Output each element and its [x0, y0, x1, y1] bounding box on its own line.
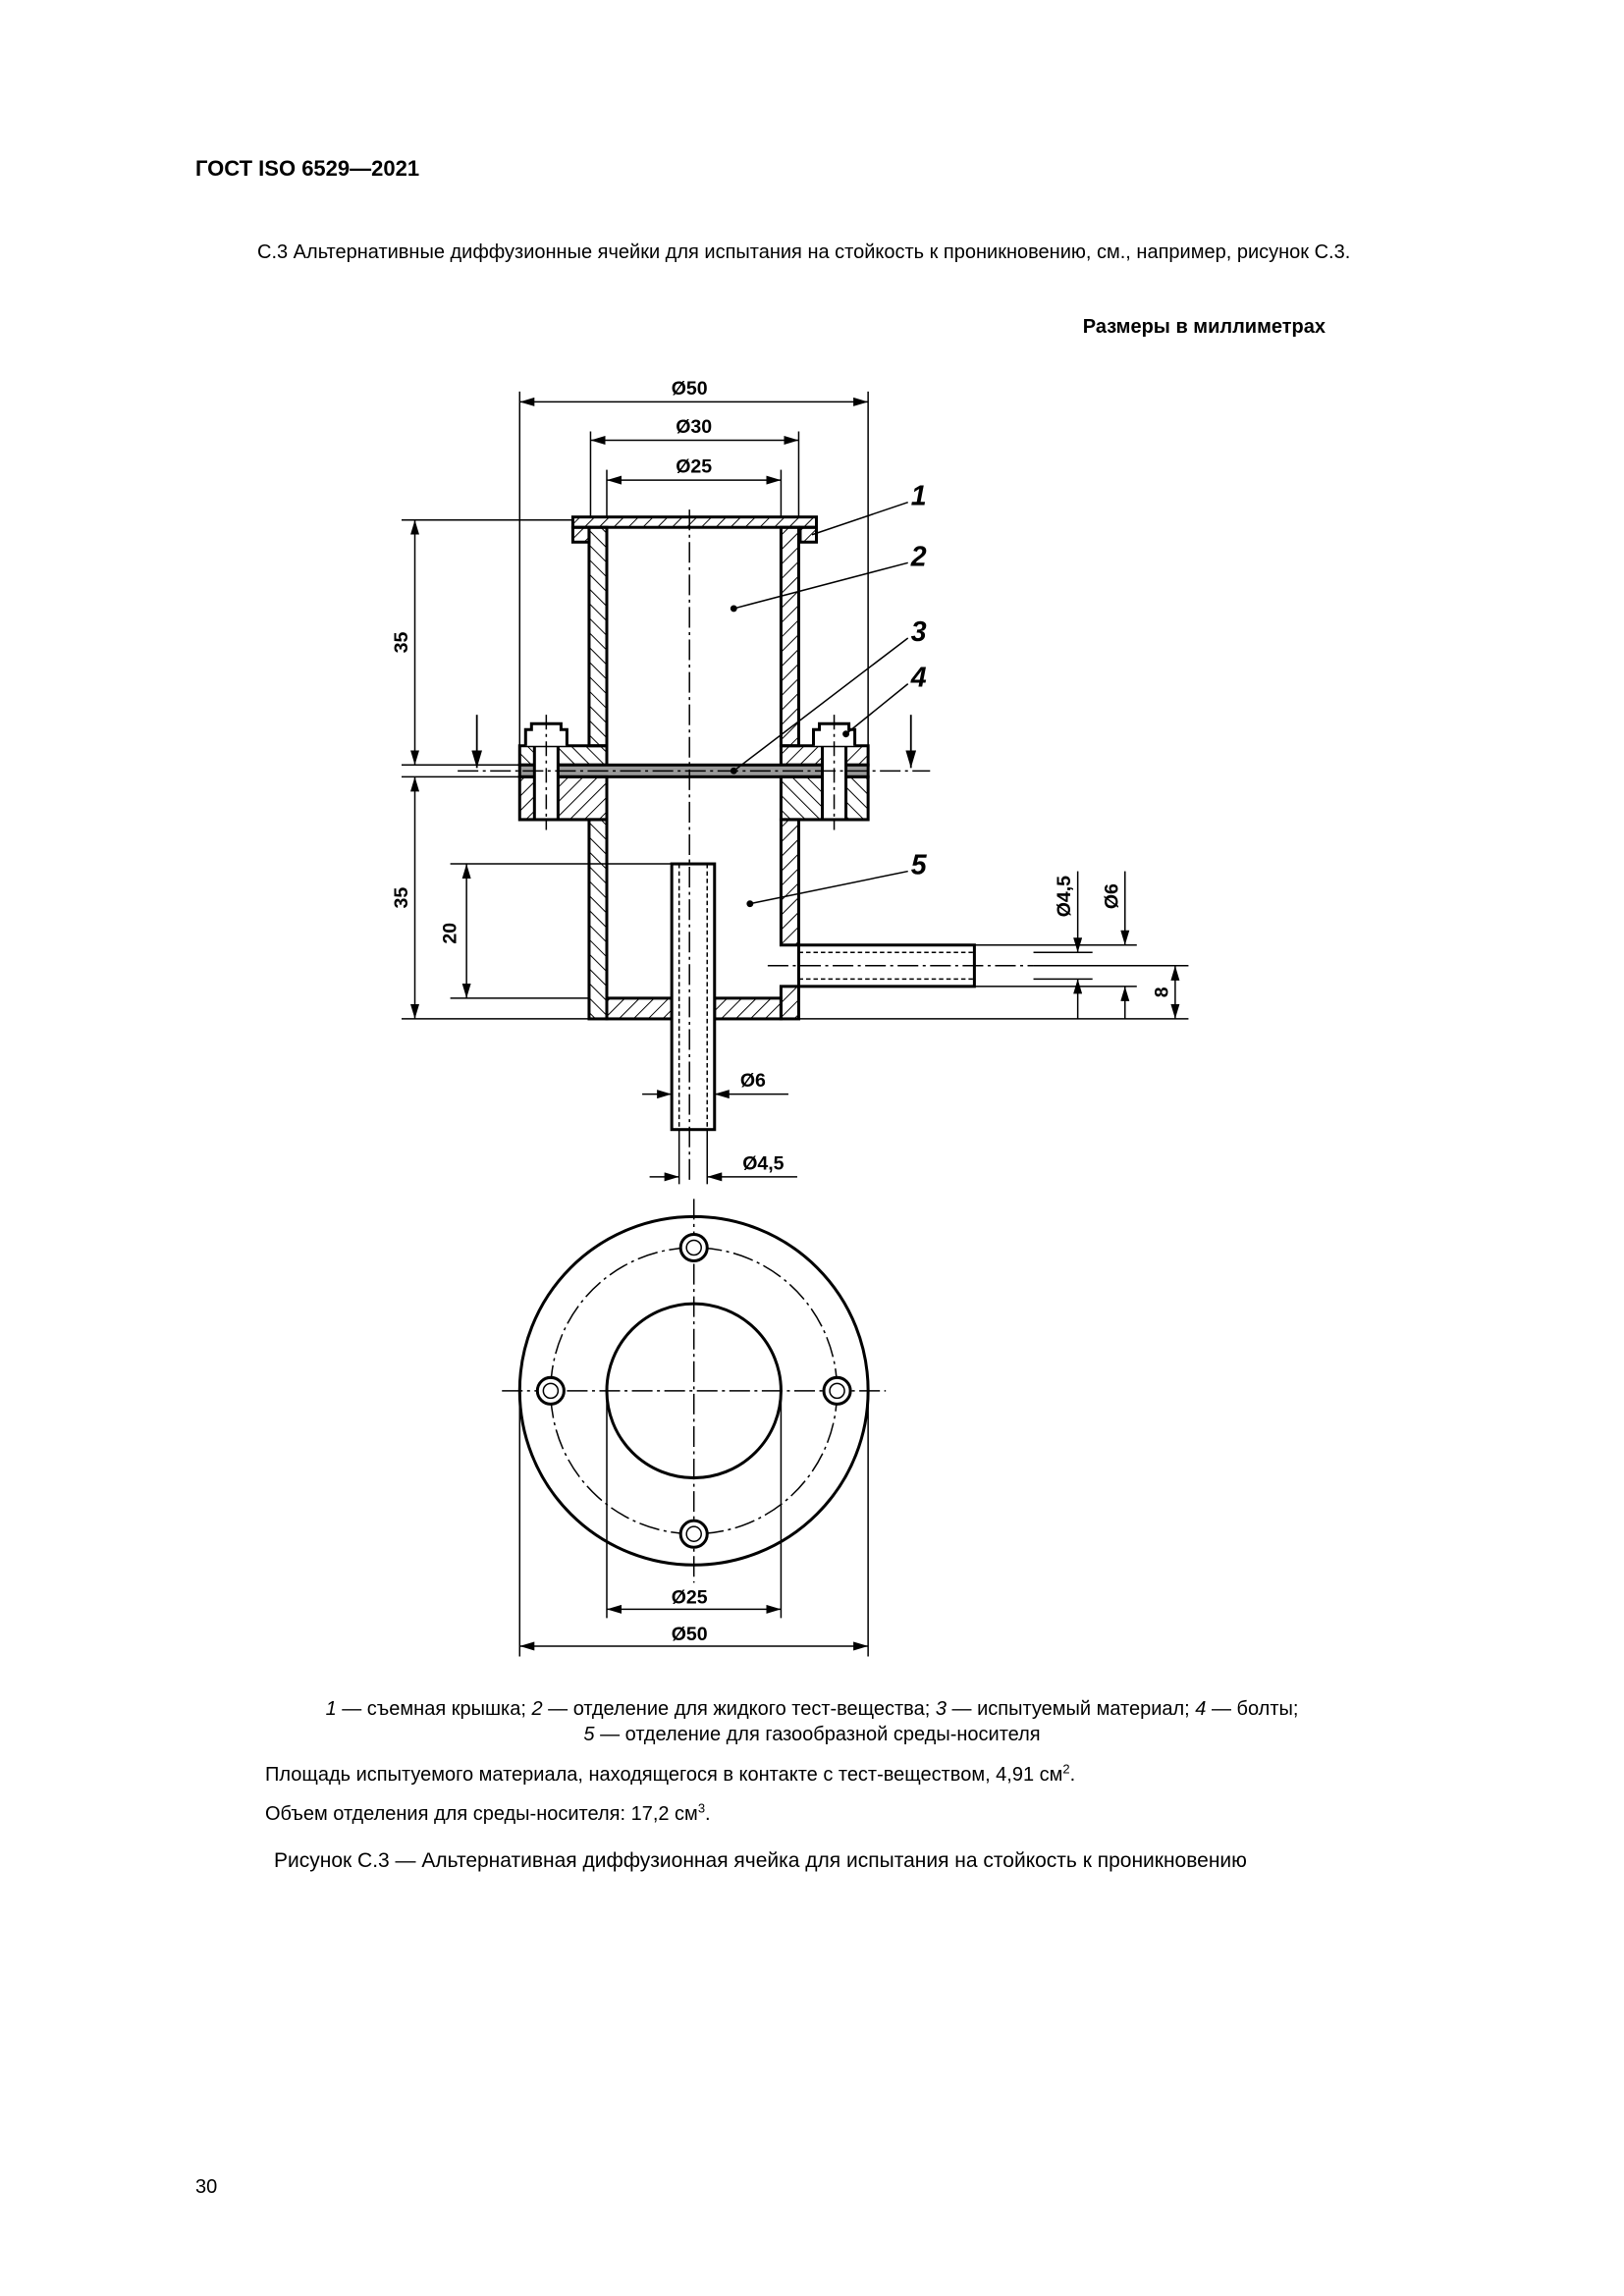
volume-end: . — [705, 1803, 711, 1825]
dim-d6-side: Ø6 — [1101, 883, 1122, 909]
dim-d50: Ø50 — [672, 378, 708, 400]
legend-text-2: — отделение для жидкого тест-вещества; — [542, 1698, 936, 1720]
dim-d45-side: Ø4,5 — [1054, 876, 1075, 917]
volume-text: Объем отделения для среды-носителя: 17,2… — [265, 1803, 698, 1825]
dim-d50-plan: Ø50 — [672, 1624, 708, 1645]
label-2: 2 — [910, 541, 927, 572]
leaders — [730, 501, 909, 908]
lower-wall-right — [779, 818, 800, 947]
bottom-left — [605, 996, 674, 1021]
page-number: 30 — [195, 2176, 218, 2198]
units-note: Размеры в миллиметрах — [1082, 316, 1326, 338]
centerlines — [458, 509, 1034, 1182]
bottom-tube — [670, 862, 717, 1132]
area-note: Площадь испытуемого материала, находящег… — [265, 1761, 1076, 1787]
standard-header: ГОСТ ISO 6529—2021 — [195, 156, 420, 181]
lower-flange-left — [517, 774, 609, 822]
dim-35-upper: 35 — [391, 632, 412, 654]
legend-text-4: — болты; — [1206, 1698, 1299, 1720]
label-4: 4 — [910, 663, 927, 694]
upper-flange-left — [517, 744, 609, 767]
dimension-labels: Ø50 Ø30 Ø25 35 35 20 Ø4,5 Ø6 8 Ø6 Ø4,5 Ø… — [391, 378, 1172, 1645]
area-exp: 2 — [1062, 1761, 1070, 1777]
dim-20: 20 — [440, 923, 461, 944]
legend-num-4: 4 — [1195, 1698, 1207, 1720]
area-text: Площадь испытуемого материала, находящег… — [265, 1764, 1063, 1786]
dim-d45-bottom: Ø4,5 — [742, 1152, 784, 1174]
legend-num-3: 3 — [935, 1698, 947, 1720]
dim-d30: Ø30 — [676, 416, 712, 438]
figure-caption: Рисунок С.3 — Альтернативная диффузионна… — [274, 1849, 1247, 1872]
volume-note: Объем отделения для среды-носителя: 17,2… — [265, 1800, 711, 1826]
plan-view — [502, 1199, 887, 1657]
dim-d25-plan: Ø25 — [672, 1586, 708, 1608]
legend-text-5: — отделение для газообразной среды-носит… — [594, 1724, 1041, 1745]
section-arrows — [471, 715, 917, 769]
volume-exp: 3 — [697, 1800, 706, 1816]
bottom-right — [713, 996, 783, 1021]
legend-text-3: — испытуемый материал; — [946, 1698, 1196, 1720]
dim-35-lower: 35 — [391, 887, 412, 909]
cap — [570, 515, 819, 529]
bolt-holes — [535, 1232, 852, 1549]
side-view — [517, 515, 976, 1132]
lower-wall-left — [587, 818, 609, 1021]
legend-num-5: 5 — [583, 1724, 595, 1745]
legend-text-1: — съемная крышка; — [336, 1698, 532, 1720]
label-5: 5 — [911, 850, 928, 881]
part-labels: 1 2 3 4 5 — [910, 481, 928, 881]
figure-legend: 1 — съемная крышка; 2 — отделение для жи… — [0, 1696, 1624, 1747]
upper-wall-left — [587, 525, 609, 748]
dim-8: 8 — [1151, 987, 1172, 997]
legend-num-2: 2 — [531, 1698, 543, 1720]
area-end: . — [1069, 1764, 1076, 1786]
dim-d25: Ø25 — [676, 456, 712, 478]
dim-d6-bottom: Ø6 — [740, 1070, 766, 1092]
dimensions — [401, 391, 1189, 1185]
label-3: 3 — [911, 616, 927, 648]
intro-paragraph: С.3 Альтернативные диффузионные ячейки д… — [257, 241, 1351, 263]
legend-num-1: 1 — [325, 1698, 337, 1720]
upper-wall-right — [779, 525, 800, 748]
label-1: 1 — [911, 481, 927, 512]
